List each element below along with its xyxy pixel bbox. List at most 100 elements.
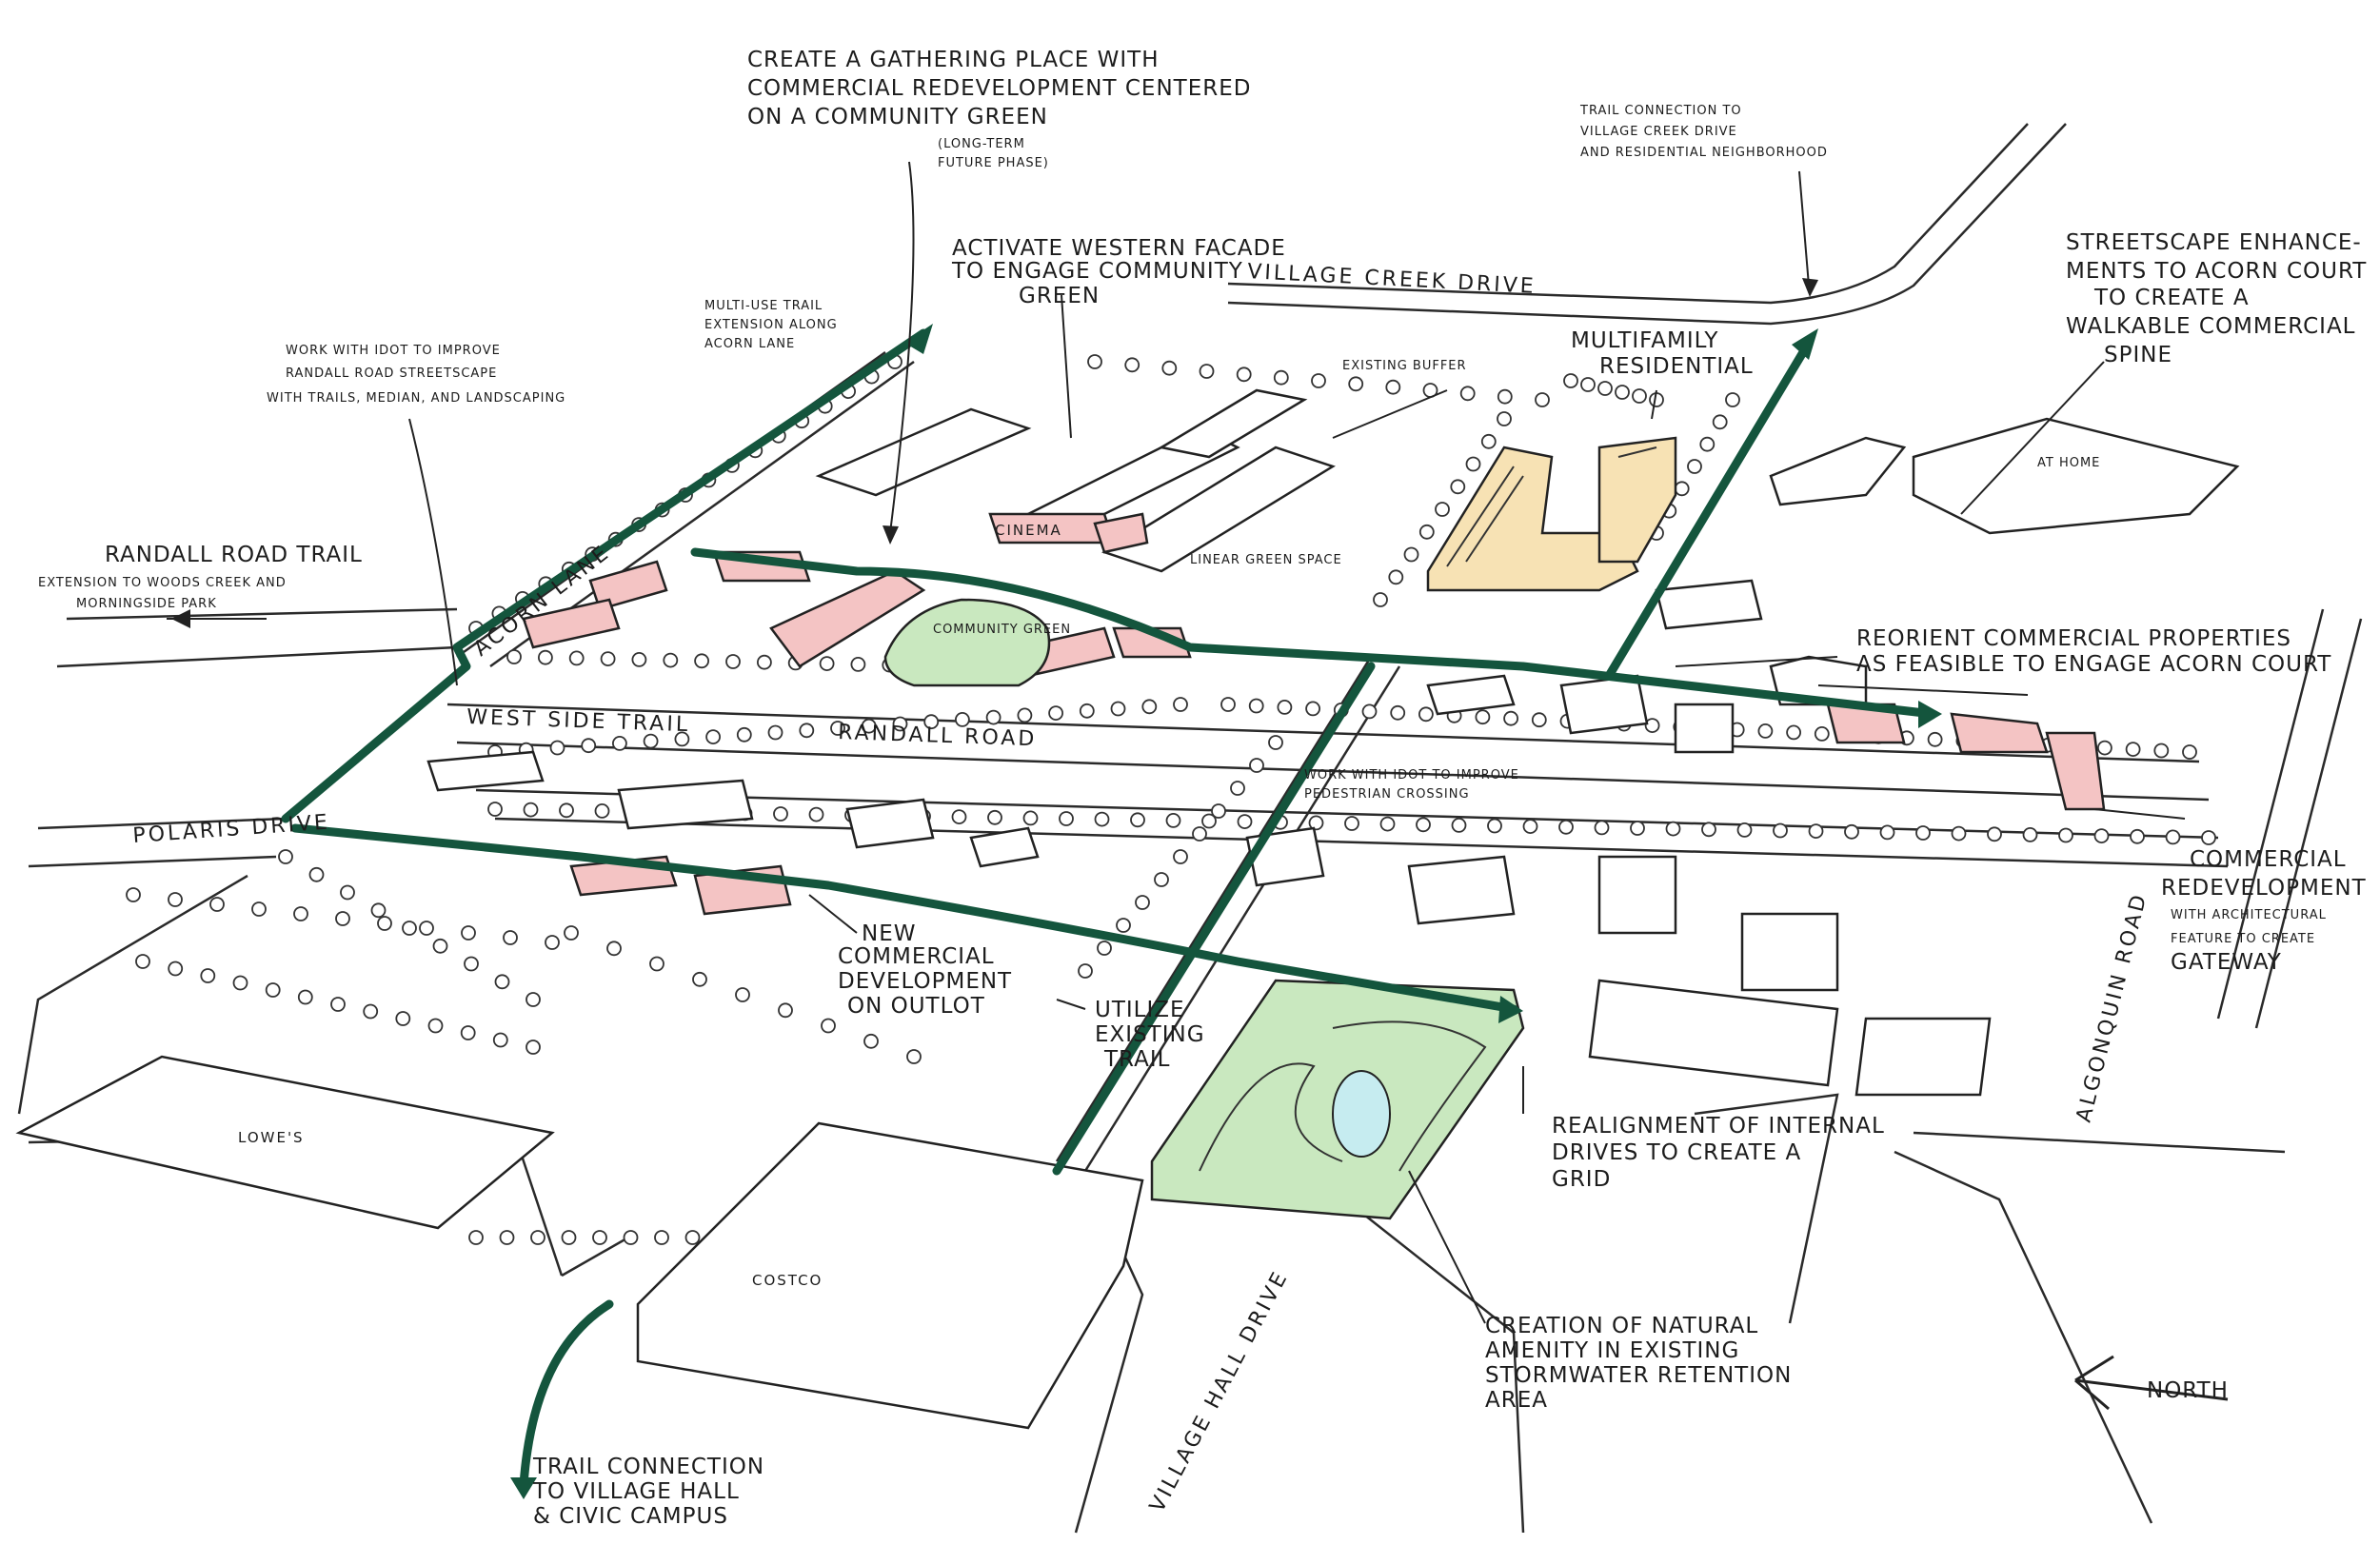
- tree: [1211, 803, 1226, 819]
- tree: [1078, 963, 1093, 979]
- note-trail-vh-1: TRAIL CONNECTION: [532, 1455, 764, 1479]
- tree: [1597, 381, 1613, 396]
- note-randall-trail-2: EXTENSION TO WOODS CREEK AND: [38, 576, 287, 590]
- tree: [1165, 813, 1181, 828]
- community-green: [883, 598, 1051, 687]
- tree: [1418, 524, 1435, 540]
- trail-arrow-acorn-court: [1918, 701, 1942, 728]
- tree: [1308, 815, 1324, 831]
- tree: [778, 1002, 793, 1019]
- tree: [135, 954, 150, 969]
- note-ped-1: WORK WITH IDOT TO IMPROVE: [1304, 768, 1519, 782]
- tree: [1173, 849, 1188, 864]
- tree: [1388, 569, 1404, 585]
- tree: [265, 982, 281, 998]
- retention-pond: [1332, 1070, 1391, 1158]
- trail-arrow-acorn: [904, 324, 933, 354]
- tree: [1915, 825, 1931, 841]
- tree: [1124, 357, 1140, 373]
- tree: [955, 712, 970, 727]
- note-multifamily-2: RESIDENTIAL: [1599, 354, 1754, 379]
- tree: [549, 740, 565, 756]
- tree: [293, 906, 308, 921]
- tree: [773, 806, 788, 822]
- tree: [694, 653, 709, 669]
- tree: [600, 651, 616, 666]
- costco-building: [636, 1121, 1144, 1430]
- building-right-small: [1655, 579, 1763, 630]
- note-trail-vc-3: AND RESIDENTIAL NEIGHBORHOOD: [1580, 146, 1828, 160]
- building-mid-6: [1407, 855, 1516, 925]
- building-lower-right-1: [1588, 979, 1839, 1087]
- tree: [1161, 360, 1178, 376]
- multifamily-residential: [1426, 436, 1677, 592]
- tree: [1844, 823, 1859, 840]
- note-multiuse-3: ACORN LANE: [704, 337, 795, 351]
- tree: [594, 803, 610, 819]
- tree: [1116, 918, 1131, 933]
- tree: [460, 1025, 476, 1040]
- tree: [1390, 704, 1406, 721]
- note-gathering-1: CREATE A GATHERING PLACE WITH: [747, 48, 1160, 72]
- tree: [1237, 814, 1253, 829]
- tree: [1725, 392, 1740, 407]
- street-village-creek: VILLAGE CREEK DRIVE: [1247, 260, 1537, 299]
- tree: [2130, 828, 2145, 844]
- note-commercial-4: FEATURE TO CREATE: [2171, 932, 2315, 946]
- tree: [1951, 825, 1967, 842]
- tree: [592, 1230, 607, 1245]
- tree: [561, 1230, 577, 1245]
- tree: [863, 1033, 879, 1049]
- cinema-wing: [1093, 512, 1149, 554]
- tree: [1497, 388, 1513, 405]
- tree: [1927, 731, 1943, 747]
- tree: [2182, 744, 2197, 760]
- trail-existing: [1052, 662, 1376, 1176]
- tree: [1141, 699, 1158, 715]
- tree: [1701, 822, 1716, 838]
- building-mid-3: [845, 798, 935, 849]
- tree: [725, 654, 741, 669]
- tree: [2096, 740, 2112, 756]
- street-polaris-drive: POLARIS DRIVE: [132, 811, 331, 848]
- tree: [395, 1011, 411, 1026]
- note-randall-trail-3: MORNINGSIDE PARK: [76, 597, 217, 611]
- note-streetscape-2: MENTS TO ACORN COURT: [2066, 259, 2367, 284]
- tree: [1373, 592, 1388, 607]
- tree: [1416, 817, 1431, 833]
- tree: [432, 938, 448, 954]
- tree: [1475, 709, 1491, 725]
- tree: [1535, 392, 1550, 407]
- tree: [526, 992, 541, 1007]
- tree: [1059, 811, 1074, 826]
- tree: [526, 1040, 541, 1055]
- tree: [251, 901, 267, 917]
- note-randall-trail-1: RANDALL ROAD TRAIL: [105, 543, 363, 567]
- tree: [1459, 386, 1476, 402]
- note-new-dev-3: DEVELOPMENT: [838, 969, 1012, 994]
- tree: [736, 726, 752, 743]
- tree: [461, 925, 476, 941]
- tree: [649, 956, 664, 972]
- note-multifamily-1: MULTIFAMILY: [1571, 328, 1718, 353]
- tree: [568, 650, 585, 666]
- tree: [985, 709, 1002, 725]
- note-idot-2: RANDALL ROAD STREETSCAPE: [286, 366, 497, 381]
- tree: [923, 714, 940, 730]
- tree: [1236, 366, 1252, 383]
- tree: [808, 806, 824, 822]
- tree: [499, 1230, 515, 1245]
- tree: [2093, 828, 2110, 843]
- tree: [1192, 826, 1207, 842]
- tree: [1632, 388, 1647, 404]
- note-streetscape-1: STREETSCAPE ENHANCE-: [2066, 230, 2362, 255]
- note-linear-green: LINEAR GREEN SPACE: [1190, 553, 1342, 567]
- at-home-label: AT HOME: [2037, 456, 2100, 470]
- note-amenity-3: STORMWATER RETENTION: [1485, 1363, 1792, 1388]
- note-trail-vc-1: TRAIL CONNECTION TO: [1579, 104, 1742, 118]
- tree: [1135, 895, 1150, 910]
- note-trail-vc-2: VILLAGE CREEK DRIVE: [1580, 125, 1737, 139]
- tree: [1201, 813, 1217, 829]
- tree: [1712, 414, 1728, 430]
- note-gathering-4: (LONG-TERM: [938, 137, 1025, 151]
